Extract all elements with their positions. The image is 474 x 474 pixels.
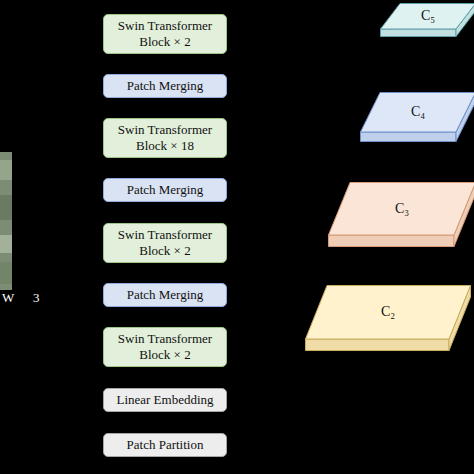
dimension-label: W [2,290,14,306]
feature-label: C₃ [395,201,409,217]
process-box: Swin Transformer Block × 2 [103,327,227,367]
image-texture [0,235,12,253]
feature-map: C₄ [360,92,474,142]
process-box: Patch Merging [103,178,227,202]
box-label: Swin Transformer Block × 18 [110,122,220,154]
feature-label: C₅ [421,8,435,24]
feature-map: C₂ [305,285,471,351]
slab-face [381,29,457,37]
process-box: Patch Merging [103,283,227,307]
image-texture [0,262,12,284]
image-texture [0,160,12,180]
box-label: Linear Embedding [116,392,213,408]
feature-map: C₅ [380,3,474,37]
process-box: Swin Transformer Block × 2 [103,223,227,263]
feature-label: C₄ [411,104,425,120]
image-texture [0,195,12,220]
box-label: Swin Transformer Block × 2 [110,18,220,50]
box-label: Swin Transformer Block × 2 [110,331,220,363]
slab-face [361,132,457,142]
slab-face [306,339,450,351]
slab-face [306,286,471,340]
box-label: Swin Transformer Block × 2 [110,227,220,259]
process-box: Patch Merging [103,74,227,98]
slab-face [361,93,474,133]
box-label: Patch Merging [127,182,204,198]
slab-face [381,4,474,30]
process-box: Linear Embedding [103,388,227,412]
process-box: Swin Transformer Block × 18 [103,118,227,158]
process-box: Patch Partition [103,433,227,457]
slab-face [329,183,474,236]
feature-map: C₃ [328,182,474,247]
feature-label: C₂ [381,304,395,320]
slab-face [329,235,455,247]
dimension-label: 3 [33,290,40,306]
box-label: Patch Partition [127,437,204,453]
process-box: Swin Transformer Block × 2 [103,14,227,54]
box-label: Patch Merging [127,78,204,94]
image-strip [0,152,12,290]
box-label: Patch Merging [127,287,204,303]
